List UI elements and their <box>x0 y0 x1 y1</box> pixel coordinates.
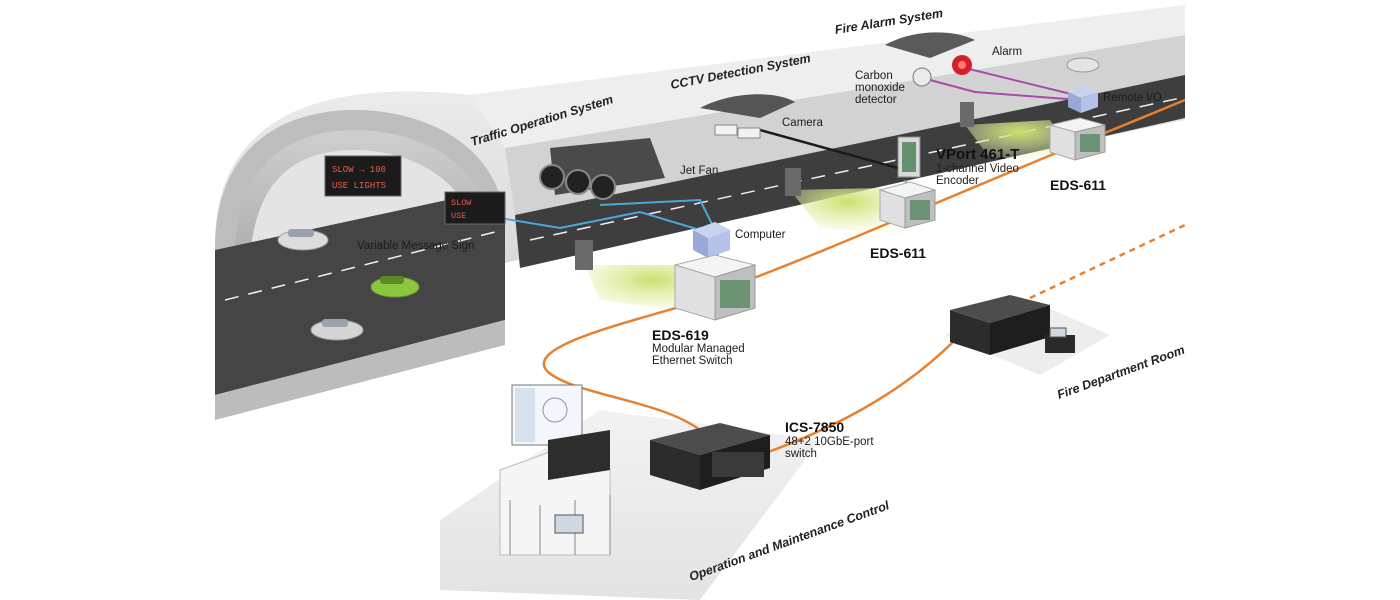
remote-io-icon <box>1068 86 1098 113</box>
eds619-model-label: EDS-619 <box>652 327 709 343</box>
car <box>370 276 420 298</box>
eds611-right-label: EDS-611 <box>1050 177 1107 193</box>
vport-desc: 1-channel Video Encoder <box>936 163 1019 187</box>
vport-model-label: VPort 461-T <box>936 146 1020 163</box>
alarm-links <box>929 67 1081 101</box>
computer-label: Computer <box>735 229 786 241</box>
pillars <box>575 102 974 270</box>
video-link <box>759 128 906 172</box>
jet-fan <box>539 138 665 200</box>
car <box>310 319 364 341</box>
fire-room-desk <box>1045 327 1075 353</box>
computer-icon <box>693 222 730 258</box>
remote-io-label: Remote I/O <box>1103 92 1162 104</box>
vport-desc-line-2: Encoder <box>936 175 979 187</box>
eds611-switch-icon <box>878 181 937 229</box>
vport-desc-line-1: 1-channel Video <box>936 163 1019 175</box>
ics7850-desc-line-2: switch <box>785 448 817 460</box>
co-detector-line-1: Carbon <box>855 70 893 82</box>
fiber-extension <box>1029 223 1186 300</box>
co-detector-icon <box>912 67 932 87</box>
svg-text:USE LIGHTS: USE LIGHTS <box>332 181 386 191</box>
svg-text:SLOW: SLOW <box>451 198 472 208</box>
eds619-desc-line-2: Ethernet Switch <box>652 355 733 367</box>
vport-encoder-icon <box>897 136 921 178</box>
camera <box>700 94 795 139</box>
alarm-bell-center <box>958 61 966 69</box>
light-cone <box>965 120 1075 160</box>
alarm-label: Alarm <box>992 46 1023 58</box>
camera-label: Camera <box>782 117 823 129</box>
fiber-to-control <box>542 293 721 432</box>
fire-room-switch-icon <box>950 295 1050 355</box>
light-cone <box>790 188 905 235</box>
co-detector-label: Carbon monoxide detector <box>855 70 905 106</box>
eds611-switch-icon <box>1049 117 1106 161</box>
ics7850-desc: 48+2 10GbE-port switch <box>785 436 874 460</box>
eds619-switch-icon <box>673 254 757 321</box>
eds619-desc-line-1: Modular Managed <box>652 343 745 355</box>
car <box>277 229 329 251</box>
eds619-desc: Modular Managed Ethernet Switch <box>652 343 745 367</box>
svg-text:USE: USE <box>451 211 466 221</box>
fiber-to-fire-room <box>759 339 956 457</box>
co-detector-line-2: monoxide <box>855 82 905 94</box>
jet-fan-label: Jet Fan <box>680 165 719 177</box>
fire-alarm-canopy <box>885 32 975 58</box>
co-detector-line-3: detector <box>855 94 897 106</box>
svg-text:SLOW → 100: SLOW → 100 <box>332 165 386 175</box>
ics7850-model-label: ICS-7850 <box>785 419 845 435</box>
ics7850-desc-line-1: 48+2 10GbE-port <box>785 436 874 448</box>
ics7850-switch-icon <box>650 423 770 490</box>
car <box>1066 57 1100 73</box>
eds611-middle-label: EDS-611 <box>870 245 927 261</box>
vms-small: SLOW USE <box>444 191 506 225</box>
vms-large: SLOW → 100 USE LIGHTS <box>324 155 402 197</box>
control-room <box>499 384 611 556</box>
vms-label: Variable Message Sign <box>357 240 475 252</box>
